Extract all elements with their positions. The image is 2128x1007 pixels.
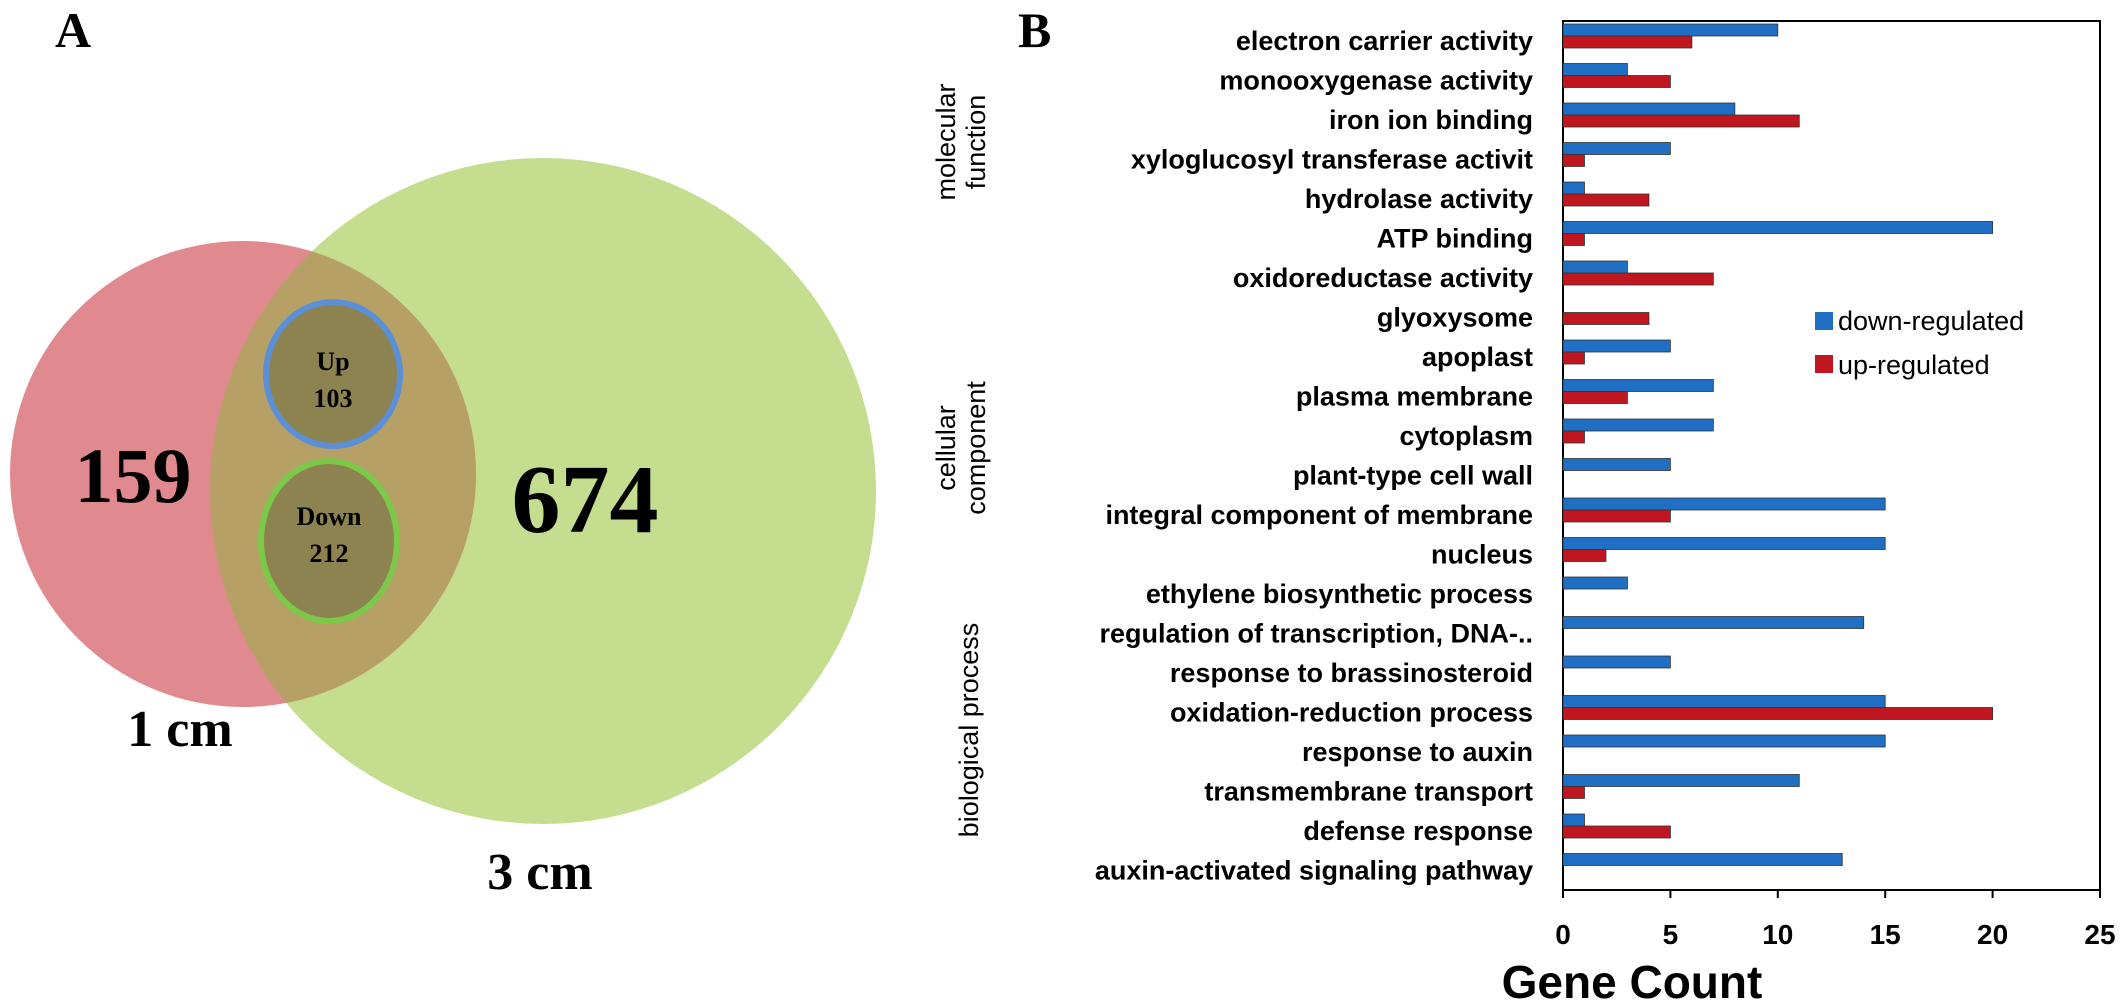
bar-down [1562,774,1800,787]
group-label: cellularcomponent [931,381,991,515]
bar-down [1562,497,1886,511]
bar-up [1562,786,1585,799]
venn-down-label: Down [296,502,362,531]
category-labels: electron carrier activity monooxygenase a… [1095,26,1533,886]
bar-down [1562,813,1585,827]
bar-down [1562,853,1843,866]
venn-set-label-1cm: 1 cm [127,701,232,758]
bar-down [1562,142,1671,155]
bar-down [1562,734,1886,748]
category-label: integral component of membrane [1105,500,1533,530]
venn-up-ellipse [263,299,403,449]
x-axis-label: Gene Count [1502,956,1763,1007]
category-label: oxidoreductase activity [1233,263,1533,293]
plot-frame [1562,20,2101,891]
category-label: monooxygenase activity [1219,65,1533,95]
venn-diagram: A 159 674 Up 103 Down 212 1 cm 3 cm [10,2,876,901]
legend-swatch-up [1815,355,1833,373]
legend: down-regulated up-regulated [1815,306,2024,380]
bar-up [1562,35,1693,49]
bar-up [1562,193,1650,207]
bar-up [1562,351,1585,365]
venn-count-3cm: 674 [512,446,659,554]
bar-down [1562,418,1714,432]
bar-up [1562,272,1714,286]
x-tick-label: 5 [1663,919,1679,950]
venn-down-count: 212 [310,539,349,568]
bar-down [1562,379,1714,392]
bar-down [1562,102,1736,116]
bars-layer [1562,23,1994,866]
panel-a-label: A [55,2,91,58]
bar-up [1562,154,1585,167]
bar-down [1562,260,1628,274]
bar-down [1562,576,1628,590]
bar-down [1562,458,1671,471]
category-label: regulation of transcription, DNA-.. [1099,618,1533,648]
category-label: glyoxysome [1377,302,1533,332]
bar-up [1562,707,1994,720]
venn-down-ellipse [258,458,400,624]
legend-label-up: up-regulated [1838,350,1990,380]
category-label: defense response [1303,816,1533,846]
category-label: iron ion binding [1329,105,1533,135]
bar-up [1562,114,1800,128]
category-label: response to auxin [1302,737,1533,767]
category-label: cytoplasm [1399,421,1533,451]
x-axis-ticks: 0 5 10 15 20 25 [1555,890,2116,950]
bar-chart: B electron carrier activity monooxygenase… [931,2,2116,1007]
group-labels: molecularfunction cellularcomponent biolog… [931,83,991,837]
bar-down [1562,221,1994,234]
category-label: auxin-activated signaling pathway [1095,855,1533,885]
bar-up [1562,312,1650,325]
legend-label-down: down-regulated [1838,306,2024,336]
category-label: transmembrane transport [1204,776,1533,806]
bar-up [1562,75,1671,88]
bar-down [1562,339,1671,353]
category-label: oxidation-reduction process [1170,697,1533,727]
category-label: nucleus [1431,539,1533,569]
bar-down [1562,537,1886,550]
bar-down [1562,695,1886,708]
x-tick-label: 0 [1555,919,1571,950]
group-label: molecularfunction [931,83,991,200]
category-label: apoplast [1422,342,1533,372]
x-tick-label: 10 [1762,919,1793,950]
venn-count-1cm: 159 [75,432,192,519]
bar-down [1562,23,1779,37]
bar-up [1562,549,1607,562]
x-tick-label: 25 [2084,919,2115,950]
bar-down [1562,63,1628,76]
category-label: plasma membrane [1296,381,1533,411]
legend-swatch-down [1815,312,1833,330]
category-label: response to brassinosteroid [1170,658,1533,688]
category-label: electron carrier activity [1236,26,1533,56]
venn-set-label-3cm: 3 cm [487,844,592,901]
category-label: ethylene biosynthetic process [1146,579,1533,609]
venn-up-count: 103 [314,384,353,413]
category-label: plant-type cell wall [1293,460,1533,490]
bar-up [1562,233,1585,246]
bar-down [1562,181,1585,195]
group-label: biological process [954,623,984,838]
category-label: hydrolase activity [1305,184,1533,214]
x-tick-label: 20 [1977,919,2008,950]
bar-up [1562,430,1585,444]
bar-down [1562,616,1865,629]
panel-b-label: B [1018,2,1051,58]
bar-up [1562,825,1671,839]
venn-up-label: Up [316,347,349,376]
bar-down [1562,655,1671,669]
category-label: xyloglucosyl transferase activit [1131,144,1533,174]
bar-up [1562,391,1628,404]
category-label: ATP binding [1377,223,1533,253]
x-tick-label: 15 [1870,919,1901,950]
bar-up [1562,509,1671,523]
